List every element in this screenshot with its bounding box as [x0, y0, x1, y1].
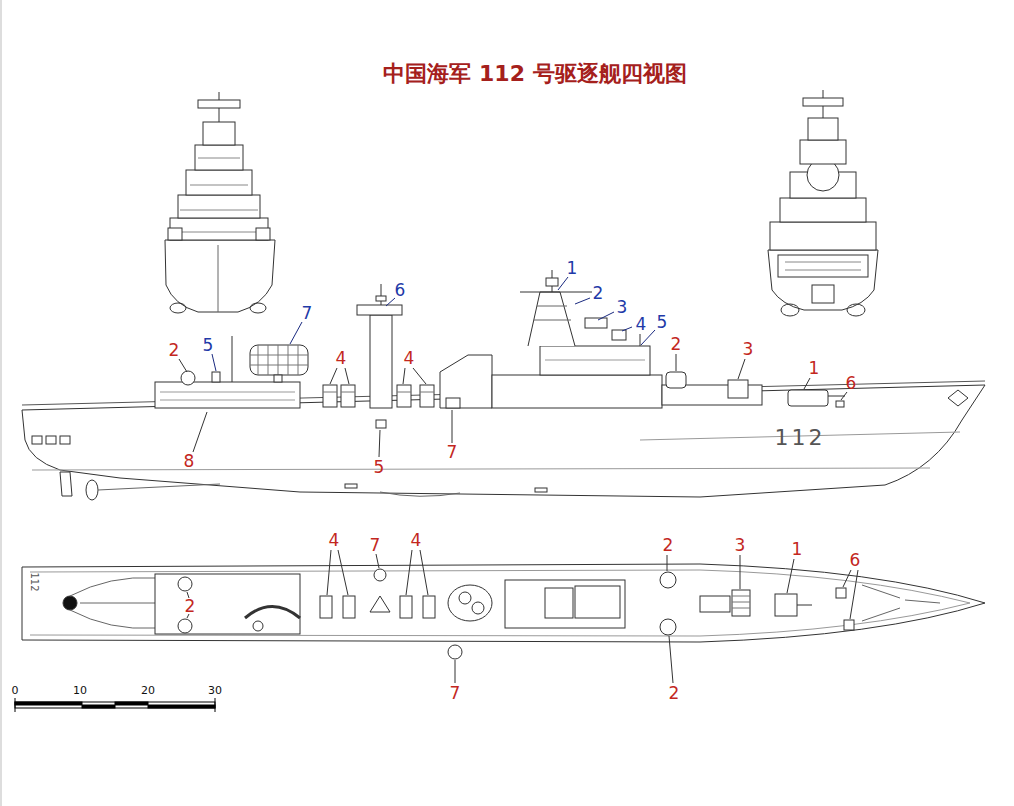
callout-number: 5: [374, 459, 385, 476]
callout-number: 2: [663, 537, 674, 554]
scale-number: 30: [208, 685, 222, 696]
scale-number: 20: [141, 685, 155, 696]
callout-number: 6: [850, 552, 861, 569]
callout-number: 4: [336, 350, 347, 367]
callout-number: 3: [743, 341, 754, 358]
callout-number: 4: [411, 532, 422, 549]
callout-number: 1: [792, 541, 803, 558]
callout-number: 4: [636, 316, 647, 333]
callout-number: 6: [395, 282, 406, 299]
side-view: [22, 270, 985, 500]
callout-number: 7: [450, 685, 461, 702]
callout-number: 4: [329, 532, 340, 549]
leader-lines: [212, 277, 655, 371]
scale-bar: [15, 698, 215, 712]
leader-lines: [179, 354, 858, 683]
hull-number: 112: [775, 427, 826, 449]
callout-number: 2: [671, 336, 682, 353]
scale-number: 10: [73, 685, 87, 696]
callout-number: 1: [567, 260, 578, 277]
callout-number: 2: [669, 685, 680, 702]
callout-number: 2: [169, 342, 180, 359]
callout-number: 3: [735, 537, 746, 554]
callout-number: 2: [593, 285, 604, 302]
callout-number: 7: [447, 444, 458, 461]
callout-number: 7: [370, 537, 381, 554]
plan-view: [22, 564, 985, 659]
callout-number: 2: [185, 598, 196, 615]
scale-number: 0: [12, 685, 19, 696]
callout-number: 5: [203, 337, 214, 354]
callout-number: 8: [184, 453, 195, 470]
callout-number: 6: [846, 375, 857, 392]
bow-view: [165, 92, 275, 313]
callout-number: 4: [404, 350, 415, 367]
callout-number: 1: [809, 360, 820, 377]
callout-number: 5: [657, 314, 668, 331]
title: 中国海军 112 号驱逐舰四视图: [383, 63, 686, 85]
stern-view: [768, 90, 878, 316]
callout-number: 7: [302, 305, 313, 322]
callout-number: 3: [617, 299, 628, 316]
hull-number: 112: [29, 572, 39, 591]
